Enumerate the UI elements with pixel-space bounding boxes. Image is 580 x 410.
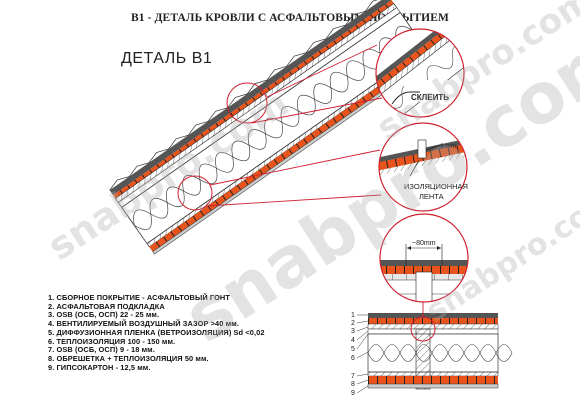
insulation-layer: [121, 11, 427, 245]
svg-text:6: 6: [351, 355, 355, 362]
svg-text:7: 7: [351, 373, 355, 380]
underlay-layer: [113, 0, 394, 199]
legend: 1. СБОРНОЕ ПОКРЫТИЕ - АСФАЛЬТОВЫЙ ГОНТ 2…: [48, 293, 265, 372]
tape-label-line2: ЛЕНТА: [419, 192, 444, 201]
legend-item: 1. СБОРНОЕ ПОКРЫТИЕ - АСФАЛЬТОВЫЙ ГОНТ: [48, 293, 230, 302]
svg-text:9: 9: [351, 390, 355, 397]
layer-numbers: 1 2 3 4 5 6 7 8 9: [351, 312, 355, 397]
legend-item: 8. ОБРЕШЕТКА + ТЕПЛОИЗОЛЯЦИЯ 50 мм.: [48, 353, 209, 363]
layer-leaders: [356, 314, 369, 394]
detail-circle-glue: СКЛЕИТЬ: [375, 28, 465, 118]
callout-circle-2: [177, 175, 213, 211]
svg-text:8: 8: [351, 381, 355, 388]
legend-item: 5. ДИФФУЗИОННАЯ ПЛЕНКА (ВЕТРОИЗОЛЯЦИЯ) S…: [48, 327, 265, 337]
svg-text:2: 2: [351, 320, 355, 327]
svg-text:1: 1: [351, 312, 355, 319]
detail-title: ДЕТАЛЬ В1: [121, 50, 213, 67]
tape-label-line1: ИЗОЛЯЦИОННАЯ: [404, 182, 468, 191]
legend-item: 2. АСФАЛЬТОВАЯ ПОДКЛАДКА: [48, 301, 165, 311]
legend-item: 3. OSB (ОСБ, ОСП) 22 - 25 мм.: [48, 310, 160, 320]
gap-label: 3 mm: [440, 143, 456, 150]
horizontal-section: [367, 302, 513, 390]
legend-item: 6. ТЕПЛОИЗОЛЯЦИЯ 100 - 150 мм.: [48, 336, 176, 346]
legend-item: 4. ВЕНТИЛИРУЕМЫЙ ВОЗДУШНЫЙ ЗАЗОР >40 мм.: [48, 319, 239, 329]
shingle-layer: [109, 0, 392, 196]
legend-item: 9. ГИПСОКАРТОН - 12,5 мм.: [48, 362, 151, 372]
glue-label: СКЛЕИТЬ: [411, 93, 449, 102]
callout-circle-1: [226, 82, 268, 124]
svg-text:4: 4: [351, 337, 355, 344]
leader-lines: [206, 44, 383, 207]
legend-item: 7. OSB (ОСБ, ОСП) 9 - 18 мм.: [48, 345, 155, 355]
svg-text:5: 5: [351, 346, 355, 353]
detail-circle-tape: 3 mm ИЗОЛЯЦИОННАЯ ЛЕНТА: [378, 122, 468, 212]
svg-text:3: 3: [351, 328, 355, 335]
width-label: ~80mm: [412, 240, 436, 247]
roof-section: [109, 0, 434, 255]
detail-circle-width: ~80mm: [379, 213, 469, 303]
